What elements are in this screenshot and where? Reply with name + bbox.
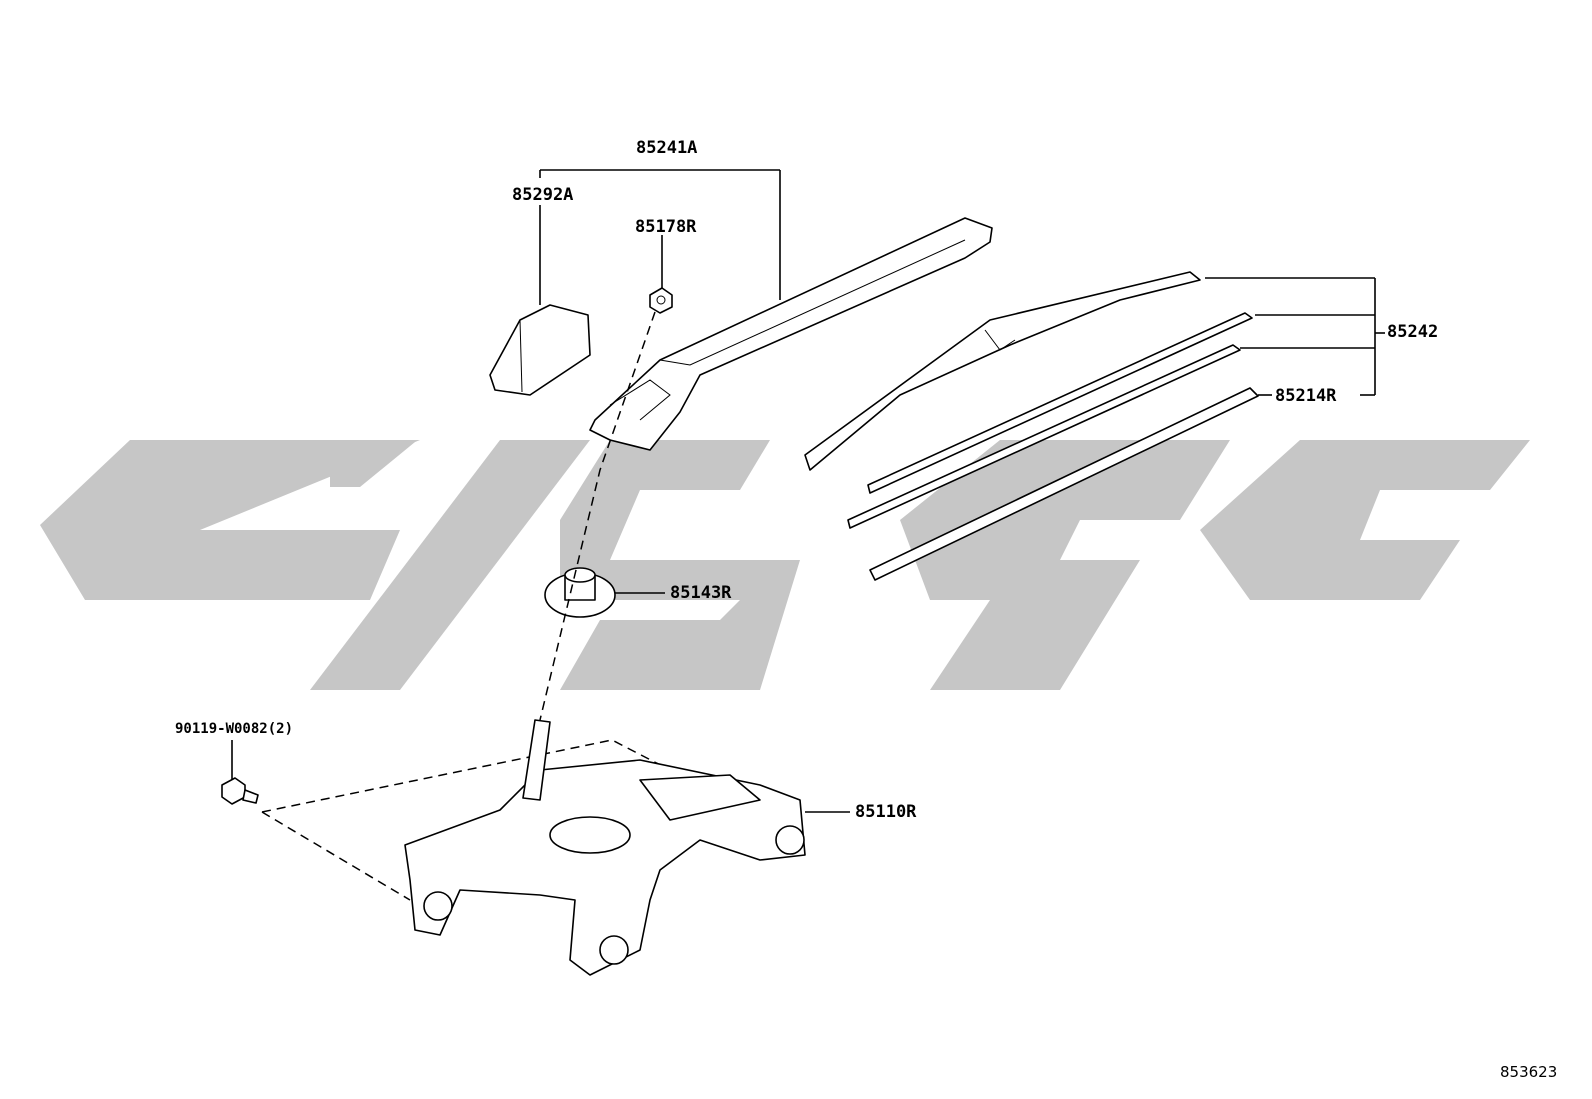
blade-leader bbox=[1205, 277, 1385, 396]
diagram-number: 853623 bbox=[1500, 1063, 1558, 1081]
grommet-part bbox=[544, 567, 665, 618]
bolt-part bbox=[221, 739, 671, 901]
arm-leader bbox=[539, 169, 781, 305]
wiper-motor bbox=[404, 719, 850, 976]
assembly-axis bbox=[539, 311, 656, 721]
label-bolt[interactable]: 90119-W0082(2) bbox=[175, 721, 294, 737]
label-arm-assembly[interactable]: 85241A bbox=[636, 138, 698, 158]
label-blade-assembly[interactable]: 85242 bbox=[1387, 322, 1439, 342]
rubber-strips bbox=[847, 312, 1259, 581]
wiper-arm bbox=[589, 217, 993, 451]
label-nut[interactable]: 85178R bbox=[635, 217, 697, 237]
wiper-blade bbox=[804, 271, 1201, 471]
label-grommet[interactable]: 85143R bbox=[670, 583, 732, 603]
label-motor[interactable]: 85110R bbox=[855, 802, 917, 822]
arm-cap bbox=[489, 304, 591, 396]
nut-part bbox=[649, 287, 673, 314]
label-rubber-refill[interactable]: 85214R bbox=[1275, 386, 1337, 406]
watermark-logo bbox=[40, 440, 1530, 690]
label-cap[interactable]: 85292A bbox=[512, 185, 574, 205]
